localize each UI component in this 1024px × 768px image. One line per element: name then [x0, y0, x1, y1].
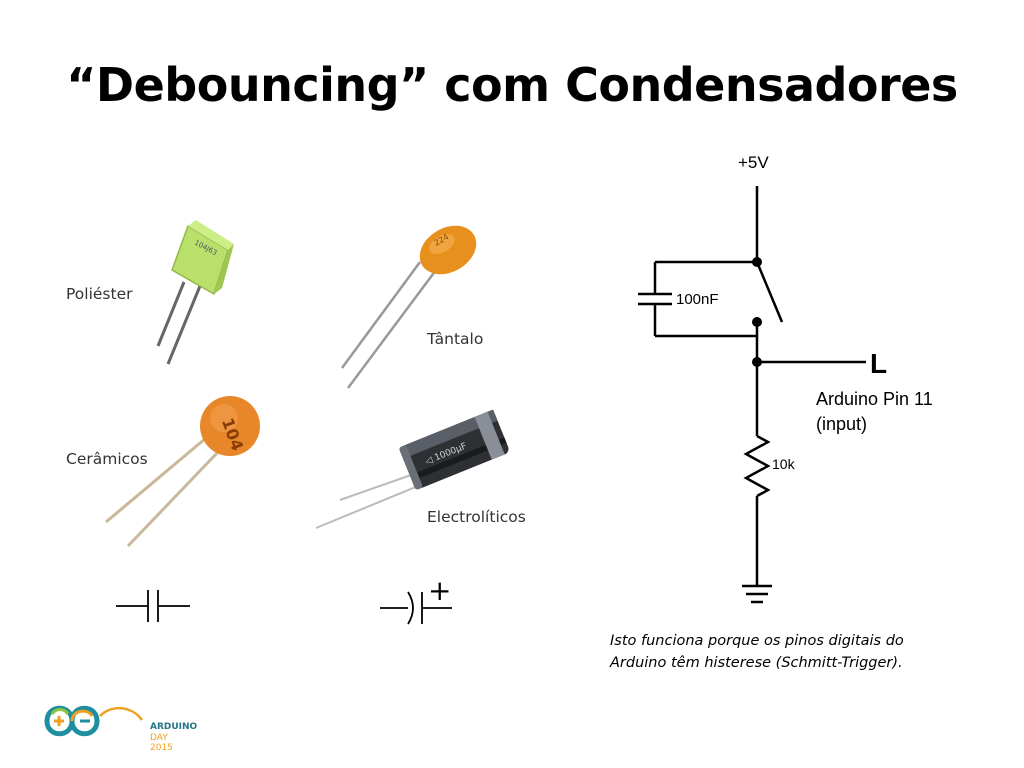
caption-line-2: Arduino têm histerese (Schmitt-Trigger). [610, 655, 903, 671]
hysteresis-caption: Isto funciona porque os pinos digitais d… [610, 630, 990, 674]
electrolytic-capacitor-image: ◁ 1000μF [315, 409, 509, 529]
logo-text-line1: ARDUINO [150, 722, 198, 732]
output-marker: L [870, 348, 887, 379]
pin-label-line2: (input) [816, 414, 867, 434]
arduino-day-logo: ARDUINO DAY 2015 [42, 696, 197, 753]
capacitor-value-label: 100nF [676, 291, 719, 308]
pin-label-line1: Arduino Pin 11 [816, 389, 933, 409]
polyester-capacitor-image: 104J63 [156, 220, 234, 365]
arduino-infinity-icon [44, 705, 144, 737]
logo-text-line2: DAY 2015 [150, 733, 173, 753]
polarity-plus-sign: + [428, 574, 451, 607]
debounce-schematic [638, 186, 866, 604]
nonpolar-capacitor-symbol [116, 590, 190, 622]
label-electrolytic: Electrolíticos [427, 508, 526, 526]
label-polyester: Poliéster [66, 285, 133, 303]
tantalum-capacitor-image: 224 [340, 225, 477, 389]
polarized-capacitor-symbol [380, 591, 452, 625]
label-tantalum: Tântalo [427, 330, 484, 348]
resistor-value-label: 10k [772, 456, 796, 472]
supply-label: +5V [738, 153, 769, 172]
label-ceramic: Cerâmicos [66, 450, 148, 468]
caption-line-1: Isto funciona porque os pinos digitais d… [610, 633, 904, 649]
slide-title: “Debouncing” com Condensadores [66, 58, 958, 112]
ceramic-capacitor-image: 104 [105, 396, 260, 548]
schematic-nodes [752, 257, 762, 367]
